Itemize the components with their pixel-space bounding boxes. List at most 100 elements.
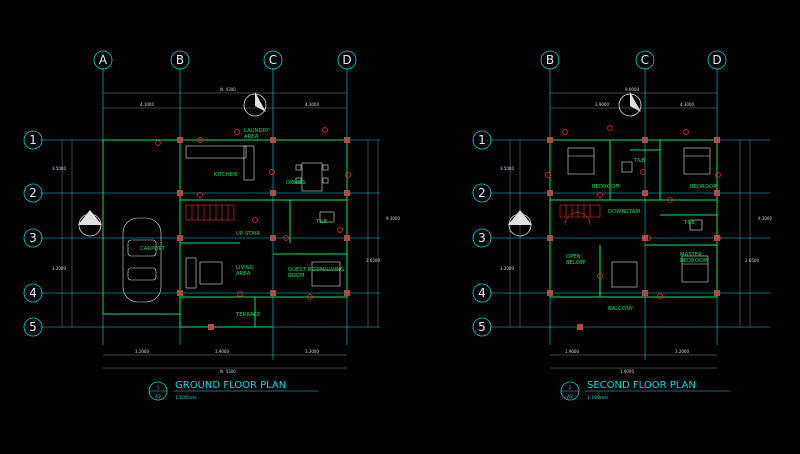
second-grid-bubble-c: C — [635, 50, 655, 70]
room-label-master: MASTER — [680, 252, 702, 258]
ground-furniture — [122, 145, 341, 303]
ground-grid-bubble-b-label: B — [176, 53, 184, 67]
ground-grid-bubble-row-3-label: 3 — [29, 231, 37, 245]
ground-grid-bubble-c: C — [263, 50, 283, 70]
ground-grid-bubble-row-4: 4 — [23, 283, 43, 303]
room-label-dining: DINING — [286, 180, 305, 186]
svg-text:3.2000: 3.2000 — [675, 349, 689, 354]
second-grid-bubble-row-4: 4 — [472, 283, 492, 303]
ground-grid-bubble-row-2: 2 — [23, 183, 43, 203]
stair-icon-second — [559, 204, 601, 218]
room-label-kitchen: KITCHEN — [214, 172, 237, 178]
svg-text:9.3000: 9.3000 — [758, 216, 772, 221]
ground-grid-bubble-row-2-label: 2 — [29, 186, 37, 200]
svg-text:N. 4300: N. 4300 — [220, 369, 236, 374]
ground-grid-bubble-row-1-label: 1 — [29, 133, 37, 147]
second-grid-bubble-b-label: B — [546, 53, 554, 67]
second-grid-bubble-b: B — [540, 50, 560, 70]
svg-text:N. 4300: N. 4300 — [220, 87, 236, 92]
room-label-upstair: UP STAIR — [236, 231, 260, 237]
room-label-tb-2: T&B — [683, 220, 695, 226]
second-sheet-number: 2 — [569, 385, 572, 391]
svg-text:3.2000: 3.2000 — [135, 349, 149, 354]
svg-text:2.6500: 2.6500 — [366, 258, 380, 263]
ground-dimension-texts: N. 4300 4.1000 4.3000 3.2000 3.9000 3.20… — [52, 87, 400, 374]
dining-table-icon — [301, 162, 323, 192]
room-label-terrace: TERRACE — [235, 312, 261, 318]
ground-grid-bubble-row-3: 3 — [23, 228, 43, 248]
bed-icon — [311, 261, 341, 287]
svg-text:4.3000: 4.3000 — [680, 102, 694, 107]
sofa-icon — [199, 261, 223, 285]
ground-grid-bubble-row-4-label: 4 — [29, 286, 37, 300]
second-grid-bubble-row-1-label: 1 — [478, 133, 486, 147]
room-label-bedroom-1: BEDROOM — [592, 184, 620, 190]
ground-title-block: 1A2 GROUND FLOOR PLAN 1:100mts — [148, 380, 318, 401]
ground-title: GROUND FLOOR PLAN — [175, 380, 286, 391]
room-label-open-below: OPEN — [566, 254, 581, 260]
svg-text:3.2000: 3.2000 — [52, 266, 66, 271]
second-sheet-ref: A2 — [567, 394, 573, 400]
ground-grid-bubble-c-label: C — [269, 53, 277, 67]
ground-grid-bubble-a-label: A — [99, 53, 108, 67]
room-label-guest: GUEST ROOM/LIVING — [288, 267, 344, 273]
ground-grid-bubble-b: B — [170, 50, 190, 70]
ground-grid-bubble-a: A — [93, 50, 113, 70]
ground-grid-bubble-d-label: D — [342, 53, 351, 67]
svg-text:3.5000: 3.5000 — [52, 166, 66, 171]
svg-text:9.0000: 9.0000 — [625, 87, 639, 92]
svg-text:3.5000: 3.5000 — [500, 166, 514, 171]
svg-text:4.1000: 4.1000 — [140, 102, 154, 107]
second-north-arrow — [508, 92, 642, 237]
second-grid-bubble-row-4-label: 4 — [478, 286, 486, 300]
bed-icon-2 — [683, 147, 711, 175]
ground-dimension-lines — [61, 92, 379, 369]
second-grid-bubble-row-2: 2 — [472, 183, 492, 203]
ground-north-arrow — [78, 92, 267, 237]
second-dimension-lines — [509, 92, 751, 369]
ground-sheet-number: 1 — [157, 385, 160, 391]
svg-text:3.9000: 3.9000 — [620, 369, 634, 374]
svg-text:2.6500: 2.6500 — [745, 258, 759, 263]
svg-text:3.2000: 3.2000 — [305, 349, 319, 354]
second-dimension-texts: 9.0000 3.9000 4.3000 1.9000 3.2000 3.900… — [500, 87, 772, 374]
ground-scale: 1:100mts — [175, 395, 197, 401]
second-grid-bubble-row-5: 5 — [472, 317, 492, 337]
svg-text:9.3000: 9.3000 — [386, 216, 400, 221]
ground-sheet-ref: A2 — [155, 394, 161, 400]
room-label-laundry-line1: AREA — [244, 134, 259, 140]
room-label-open-below-line1: BELOW — [566, 260, 585, 266]
ground-grid-bubble-row-5: 5 — [23, 317, 43, 337]
ground-walls — [102, 139, 348, 328]
room-label-master-line1: BEDROOM — [680, 258, 708, 264]
room-label-bedroom-2: BEDROOM — [690, 184, 718, 190]
second-grid-bubble-row-2-label: 2 — [478, 186, 486, 200]
room-label-living-line1: AREA — [236, 271, 251, 277]
second-walls — [549, 139, 718, 298]
second-grid-bubble-row-3-label: 3 — [478, 231, 486, 245]
bed-icon-1 — [567, 147, 595, 175]
second-columns — [547, 137, 720, 330]
room-label-laundry: LAUNDRY — [244, 128, 270, 134]
room-label-tb-1: T&B — [633, 158, 645, 164]
ground-grid-bubble-d: D — [337, 50, 357, 70]
second-scale: 1:100mts — [587, 395, 609, 401]
svg-text:3.9000: 3.9000 — [595, 102, 609, 107]
second-markers — [545, 125, 721, 299]
ground-columns — [177, 137, 350, 330]
ground-grid-bubble-row-1: 1 — [23, 130, 43, 150]
room-label-carport: CARPORT — [140, 246, 166, 252]
second-furniture — [559, 147, 711, 288]
svg-text:4.3000: 4.3000 — [305, 102, 319, 107]
room-label-tb: T&B — [315, 219, 327, 225]
second-grid-bubble-row-3: 3 — [472, 228, 492, 248]
room-label-balcony: BALCONY — [608, 306, 634, 312]
room-label-living: LIVING — [236, 265, 254, 271]
svg-text:3.9000: 3.9000 — [215, 349, 229, 354]
second-grid-bubble-d-label: D — [712, 53, 721, 67]
car-icon — [122, 217, 162, 303]
bed-icon-3 — [681, 255, 709, 283]
